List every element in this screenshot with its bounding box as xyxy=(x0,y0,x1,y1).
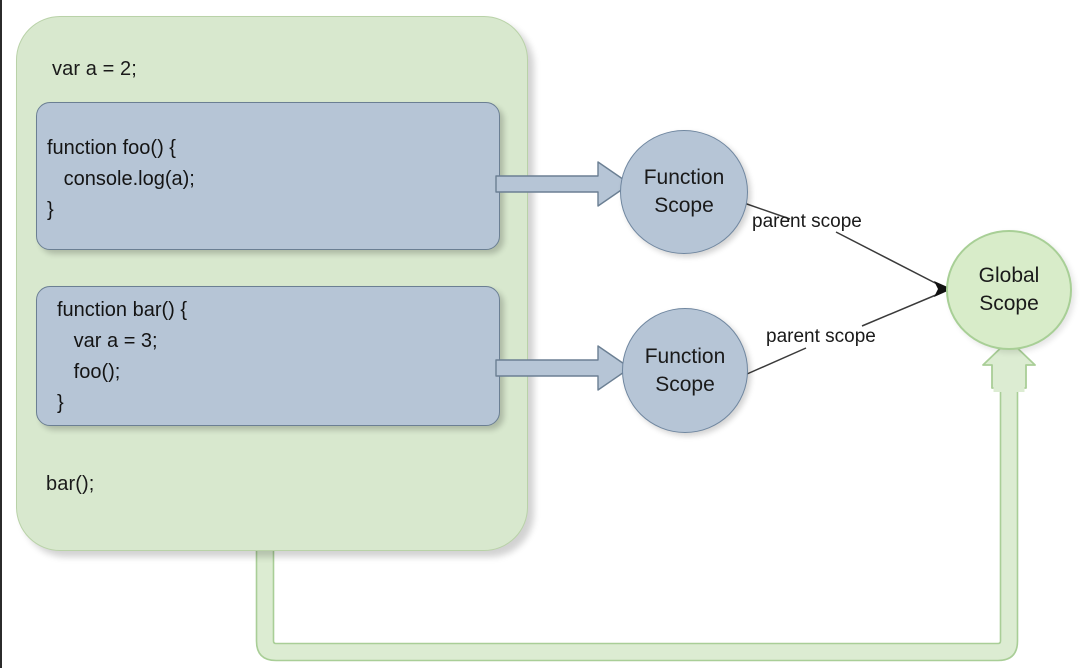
function-bar-code: function bar() { var a = 3; foo(); } xyxy=(57,299,188,414)
function-scope-bar-label: Function Scope xyxy=(644,344,726,396)
function-scope-foo-label: Function Scope xyxy=(643,166,725,217)
image-edge-artifact xyxy=(0,0,2,668)
function-bar-box: function bar() { var a = 3; foo(); } xyxy=(36,286,500,426)
foo-to-scope-arrow-icon xyxy=(495,161,631,207)
global-bar-invocation: bar(); xyxy=(46,473,95,495)
function-foo-box: function foo() { console.log(a); } xyxy=(36,102,500,250)
parent-scope-label-bar: parent scope xyxy=(766,326,876,347)
global-scope-container xyxy=(16,16,528,551)
global-var-declaration: var a = 2; xyxy=(52,58,137,80)
global-scope-label: Global Scope xyxy=(978,264,1040,315)
bar-to-scope-arrow-icon xyxy=(495,345,631,391)
function-scope-foo-circle: Function Scope xyxy=(620,130,748,254)
global-scope-circle: Global Scope xyxy=(946,230,1072,350)
parent-scope-label-foo: parent scope xyxy=(752,211,862,232)
function-foo-code: function foo() { console.log(a); } xyxy=(47,137,195,221)
function-scope-bar-circle: Function Scope xyxy=(622,308,748,433)
